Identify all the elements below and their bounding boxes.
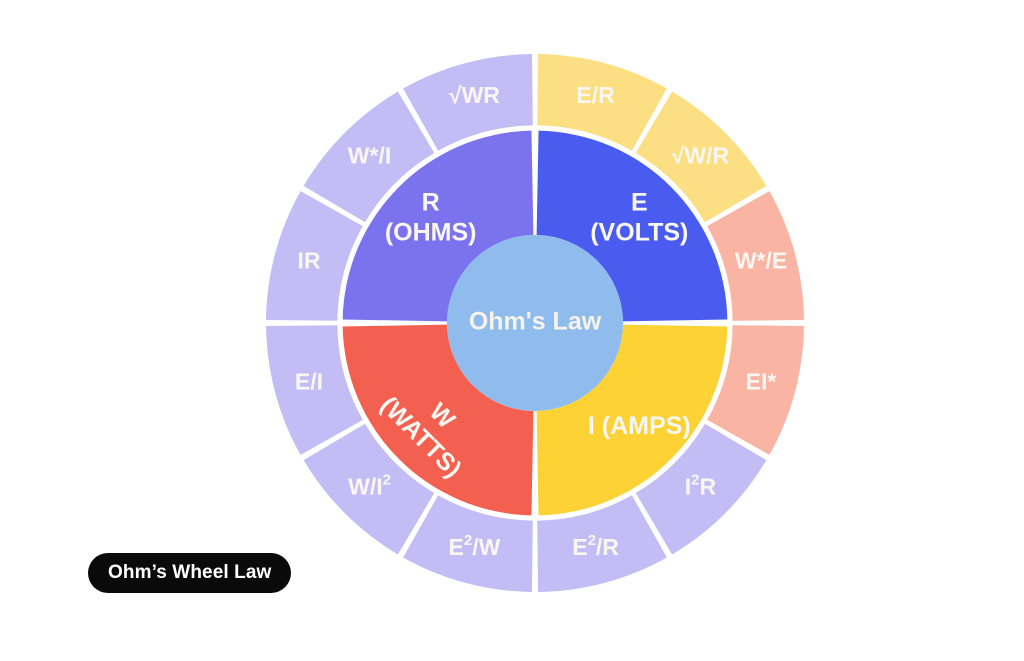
outer-segment-ir[interactable]	[266, 191, 363, 321]
outer-segment-label: IR	[297, 248, 320, 274]
outer-segment-er[interactable]	[537, 54, 667, 151]
outer-segment-label: I2R	[685, 471, 717, 499]
outer-segment-wi[interactable]	[303, 91, 435, 223]
center-circle-label: Ohm's Law	[469, 308, 602, 336]
inner-ring-quadrants	[342, 130, 728, 516]
inner-quadrant-label-ohms: R(OHMS)	[385, 188, 477, 246]
outer-segment-we[interactable]	[707, 191, 804, 321]
inner-quadrant-ohms[interactable]	[342, 130, 534, 322]
outer-ring-labels: E/R √W/R W*/E EI* I2R E2/R E2/W W/I2 E/I IR W*/I √W…	[295, 82, 787, 560]
inner-quadrant-watts[interactable]	[342, 324, 534, 516]
outer-segment-label: E2/R	[572, 532, 619, 560]
outer-segment-ew[interactable]	[403, 495, 533, 592]
outer-segment-label: EI*	[746, 369, 777, 395]
outer-segment-ei[interactable]	[266, 325, 363, 455]
center-circle[interactable]	[447, 235, 623, 411]
inner-quadrant-volts[interactable]	[536, 130, 728, 322]
center-circle-label: Ohm's Law	[469, 308, 602, 336]
inner-quadrant-label-volts: E(VOLTS)	[590, 188, 688, 246]
outer-segment-wr[interactable]	[635, 91, 767, 223]
outer-segment-label: W*/E	[735, 248, 787, 274]
outer-segment-ir[interactable]	[635, 423, 767, 555]
outer-ring-segments	[266, 54, 804, 592]
inner-quadrant-label-amps: I (AMPS)	[588, 412, 691, 440]
outer-segment-label: W*/I	[348, 143, 391, 169]
outer-segment-ei[interactable]	[707, 325, 804, 455]
center-circle-group	[447, 235, 623, 411]
outer-segment-wr[interactable]	[403, 54, 533, 151]
outer-segment-label: √WR	[449, 82, 500, 108]
outer-segment-label: E/I	[295, 369, 323, 395]
inner-quadrant-amps[interactable]	[536, 324, 728, 516]
outer-segment-er[interactable]	[537, 495, 667, 592]
outer-segment-label: E2/W	[449, 532, 501, 560]
outer-segment-label: E/R	[576, 82, 615, 108]
outer-segment-label: W/I2	[348, 471, 391, 499]
outer-segment-label: √W/R	[672, 143, 730, 169]
diagram-title-badge: Ohm’s Wheel Law	[88, 553, 292, 593]
outer-segment-wi[interactable]	[303, 423, 435, 555]
